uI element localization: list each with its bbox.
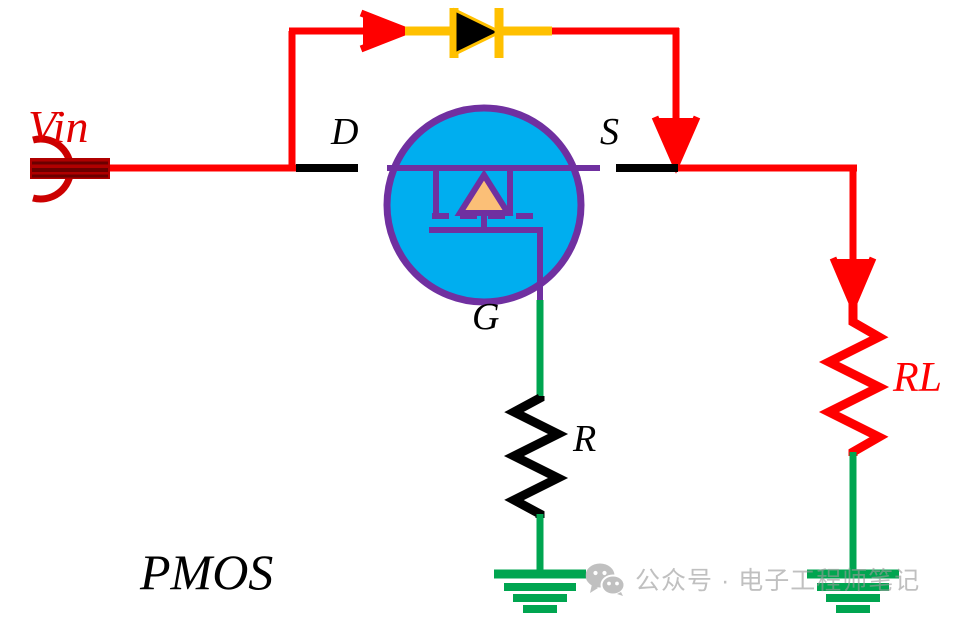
label-resistor-r: R bbox=[573, 418, 597, 460]
label-resistor-rl: RL bbox=[893, 355, 943, 401]
label-drain: D bbox=[331, 111, 359, 153]
label-device-pmos: PMOS bbox=[140, 544, 274, 600]
watermark-text: 公众号 · 电子工程师笔记 bbox=[635, 567, 921, 595]
diode-symbol bbox=[405, 7, 552, 58]
resistor-R-zigzag bbox=[503, 394, 569, 518]
watermark: 公众号 · 电子工程师笔记 bbox=[585, 561, 920, 597]
label-source: S bbox=[600, 111, 619, 153]
resistor-RL-zigzag bbox=[818, 300, 890, 456]
ground-load-symbol bbox=[807, 569, 899, 613]
current-arrow-source-head bbox=[657, 118, 695, 168]
label-vin: Vin bbox=[28, 101, 89, 152]
mosfet-gate-bar bbox=[429, 227, 543, 300]
voltage-source-vin bbox=[30, 135, 110, 203]
load-branch bbox=[807, 300, 899, 613]
label-gate: G bbox=[472, 296, 500, 338]
current-arrow-top-head bbox=[363, 16, 409, 46]
diode-triangle bbox=[453, 7, 504, 57]
red-wire-network bbox=[100, 9, 877, 314]
mosfet-symbol bbox=[296, 104, 678, 306]
wechat-icon bbox=[585, 563, 625, 596]
gate-branch bbox=[494, 300, 586, 613]
current-arrow-load-head bbox=[835, 259, 871, 308]
ground-gate-symbol bbox=[494, 569, 586, 613]
